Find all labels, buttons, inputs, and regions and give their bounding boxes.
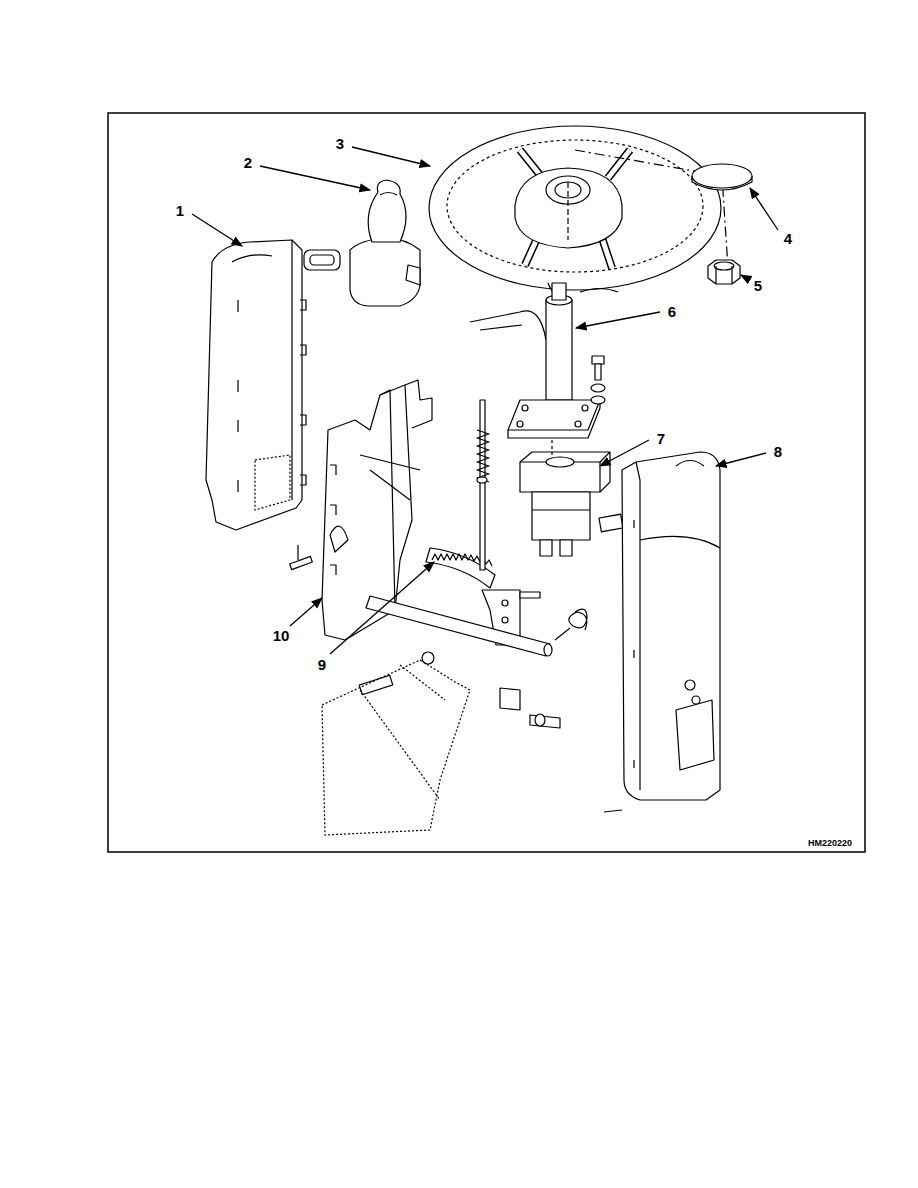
tilt-knob	[350, 180, 420, 306]
callout-number: 9	[318, 657, 326, 672]
figure-id: HM220220	[808, 839, 852, 848]
callout-number: 10	[273, 628, 290, 643]
leader-lines	[192, 147, 778, 654]
figure-frame	[108, 113, 865, 852]
column-bracket	[290, 380, 432, 640]
wheel-nut	[708, 260, 740, 284]
callout-number: 2	[244, 155, 252, 170]
callout-number: 4	[784, 231, 792, 246]
mount-phantom	[322, 660, 470, 835]
callout-number: 1	[176, 203, 184, 218]
callout-number: 5	[754, 278, 762, 293]
fasteners	[298, 545, 560, 728]
callout-number: 6	[668, 304, 676, 319]
steering-column	[470, 283, 618, 458]
right-cover	[604, 452, 720, 812]
left-cover	[206, 240, 340, 530]
callout-number: 3	[336, 136, 344, 151]
tilt-quadrant	[426, 400, 587, 645]
horn-cap	[692, 164, 752, 190]
callout-number: 7	[657, 431, 665, 446]
pivot-tube	[366, 596, 552, 656]
callout-number: 8	[774, 444, 782, 459]
steering-unit	[520, 452, 623, 556]
